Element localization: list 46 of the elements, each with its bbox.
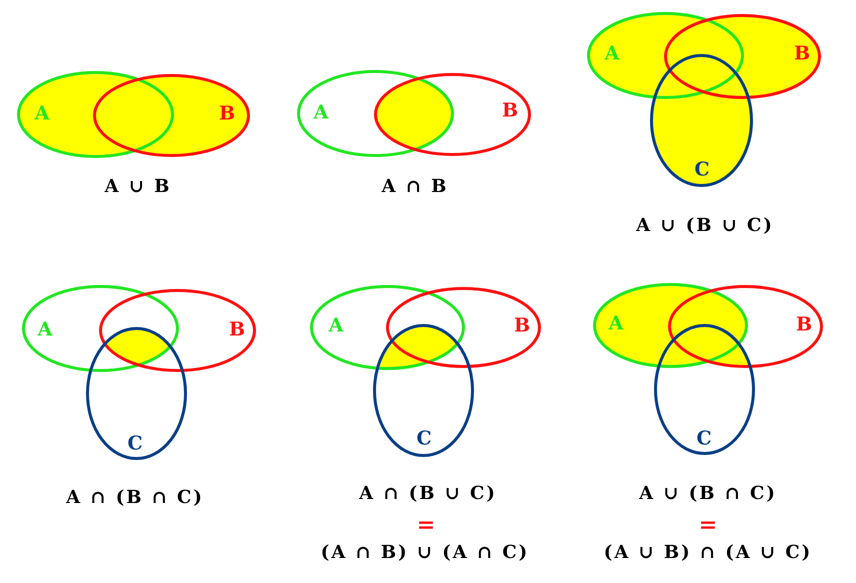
set-expression: A ∩ (B ∪ C): [359, 485, 497, 503]
set-expression: (A ∩ B) ∪ (A ∩ C): [320, 544, 530, 562]
set-name: A: [38, 320, 52, 340]
shaded-region: [377, 325, 457, 368]
set-ellipse: [386, 286, 540, 368]
set-name: A: [34, 104, 50, 124]
set-ellipse: [650, 54, 752, 186]
shaded-region: [104, 328, 170, 364]
set-name: B: [218, 104, 236, 124]
set-name: C: [694, 160, 710, 180]
set-ellipse: [296, 70, 454, 156]
set-ellipse: [664, 14, 820, 98]
shaded-region: [18, 72, 248, 156]
set-expression: A ∪ (B ∩ C): [639, 485, 777, 503]
set-name: C: [416, 430, 432, 448]
set-name: C: [696, 430, 712, 448]
set-ellipse: [86, 326, 186, 460]
set-expression: A ∩ (B ∩ C): [66, 489, 204, 507]
set-ellipse: [586, 12, 744, 98]
set-ellipse: [22, 284, 178, 372]
set-ellipse: [372, 324, 474, 456]
set-name: B: [794, 44, 810, 64]
set-name: A: [604, 44, 620, 64]
set-expression: (A ∪ B) ∩ (A ∪ C): [604, 544, 812, 562]
set-ellipse: [98, 288, 256, 372]
set-name: B: [502, 102, 518, 120]
set-expression: A ∪ (B ∪ C): [636, 217, 774, 235]
set-ellipse: [16, 70, 174, 158]
set-ellipse: [668, 284, 822, 368]
set-expression: A ∪ B: [104, 178, 172, 196]
set-expression: A ∩ B: [382, 178, 448, 196]
shaded-region: [375, 78, 452, 149]
set-name: B: [228, 320, 246, 340]
set-name: A: [608, 314, 624, 334]
set-name: B: [796, 316, 812, 334]
equals-sign: =: [416, 514, 436, 536]
set-ellipse: [654, 324, 754, 454]
shaded-region: [588, 13, 819, 185]
set-name: A: [314, 104, 328, 122]
equals-sign: =: [698, 514, 718, 536]
set-ellipse: [92, 74, 250, 156]
set-ellipse: [310, 284, 464, 370]
set-name: A: [328, 316, 344, 336]
set-name: C: [127, 434, 143, 454]
set-ellipse: [374, 72, 530, 156]
set-name: B: [514, 316, 530, 336]
